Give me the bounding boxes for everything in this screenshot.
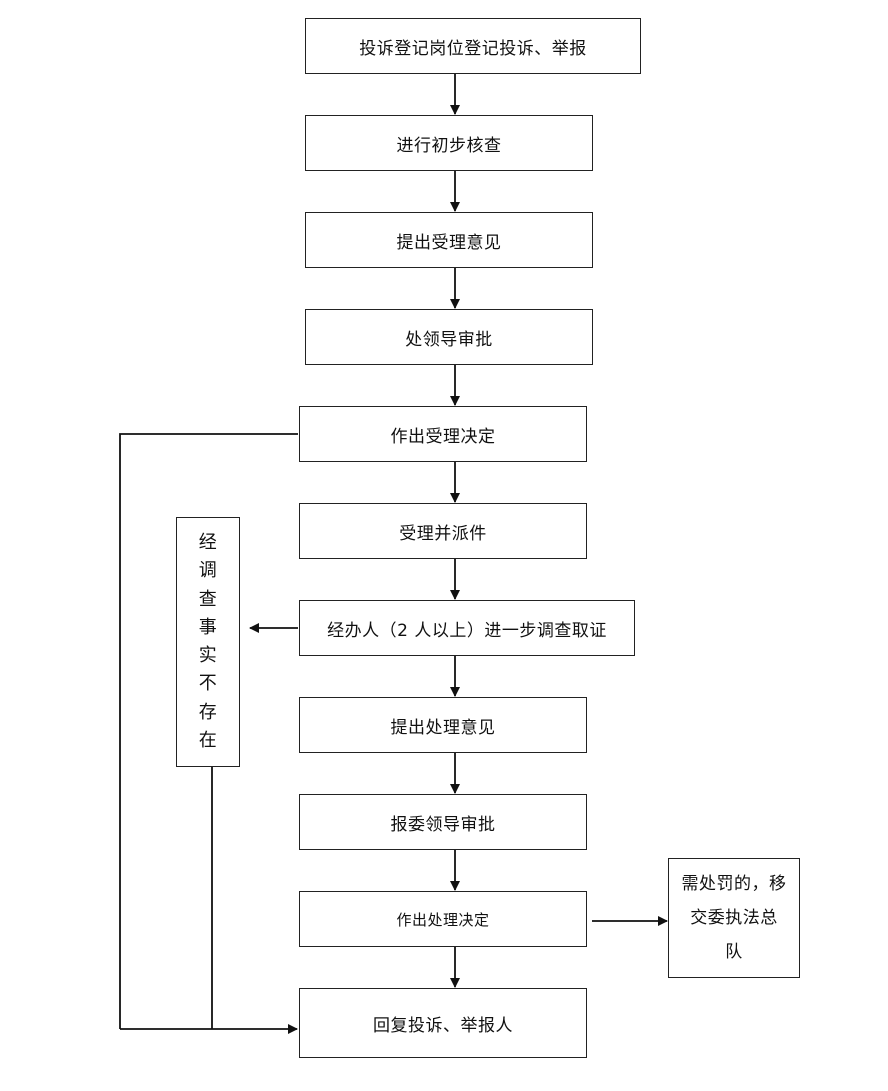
side-penalty: 需处罚的，移 交委执法总 队	[668, 858, 800, 978]
side-not-exist-char: 查	[198, 588, 218, 610]
side-not-exist-char: 事	[198, 616, 218, 638]
side-not-exist-char: 调	[198, 560, 218, 582]
step-division-approval-label: 处领导审批	[405, 329, 493, 350]
step-initial-check-label: 进行初步核查	[396, 135, 502, 156]
side-penalty-line: 需处罚的，移	[681, 874, 787, 894]
side-not-exist: 经 调 查 事 实 不 存 在	[176, 517, 240, 767]
step-register-label: 投诉登记岗位登记投诉、举报	[359, 38, 587, 59]
side-not-exist-char: 在	[198, 729, 218, 751]
side-not-exist-char: 不	[198, 673, 218, 695]
step-handling-opinion-label: 提出处理意见	[390, 717, 496, 738]
step-committee-approval: 报委领导审批	[299, 794, 587, 850]
step-committee-approval-label: 报委领导审批	[390, 814, 496, 835]
side-not-exist-char: 实	[198, 645, 218, 667]
step-reply: 回复投诉、举报人	[299, 988, 587, 1058]
side-not-exist-char: 经	[198, 532, 218, 554]
step-initial-check: 进行初步核查	[305, 115, 593, 171]
step-handling-decision: 作出处理决定	[299, 891, 587, 947]
step-handling-opinion: 提出处理意见	[299, 697, 587, 753]
side-penalty-line: 队	[725, 942, 743, 962]
step-acceptance-opinion-label: 提出受理意见	[396, 232, 502, 253]
step-accept-dispatch: 受理并派件	[299, 503, 587, 559]
step-register: 投诉登记岗位登记投诉、举报	[305, 18, 641, 74]
step-acceptance-decision-label: 作出受理决定	[390, 426, 496, 447]
step-accept-dispatch-label: 受理并派件	[399, 523, 487, 544]
step-handling-decision-label: 作出处理决定	[396, 910, 490, 929]
step-investigation: 经办人（2 人以上）进一步调查取证	[299, 600, 635, 656]
bypass-line	[119, 433, 298, 1029]
step-investigation-label: 经办人（2 人以上）进一步调查取证	[327, 620, 607, 641]
side-not-exist-char: 存	[198, 701, 218, 723]
step-acceptance-opinion: 提出受理意见	[305, 212, 593, 268]
step-reply-label: 回复投诉、举报人	[373, 1015, 513, 1036]
step-division-approval: 处领导审批	[305, 309, 593, 365]
side-penalty-line: 交委执法总	[690, 908, 778, 928]
step-acceptance-decision: 作出受理决定	[299, 406, 587, 462]
